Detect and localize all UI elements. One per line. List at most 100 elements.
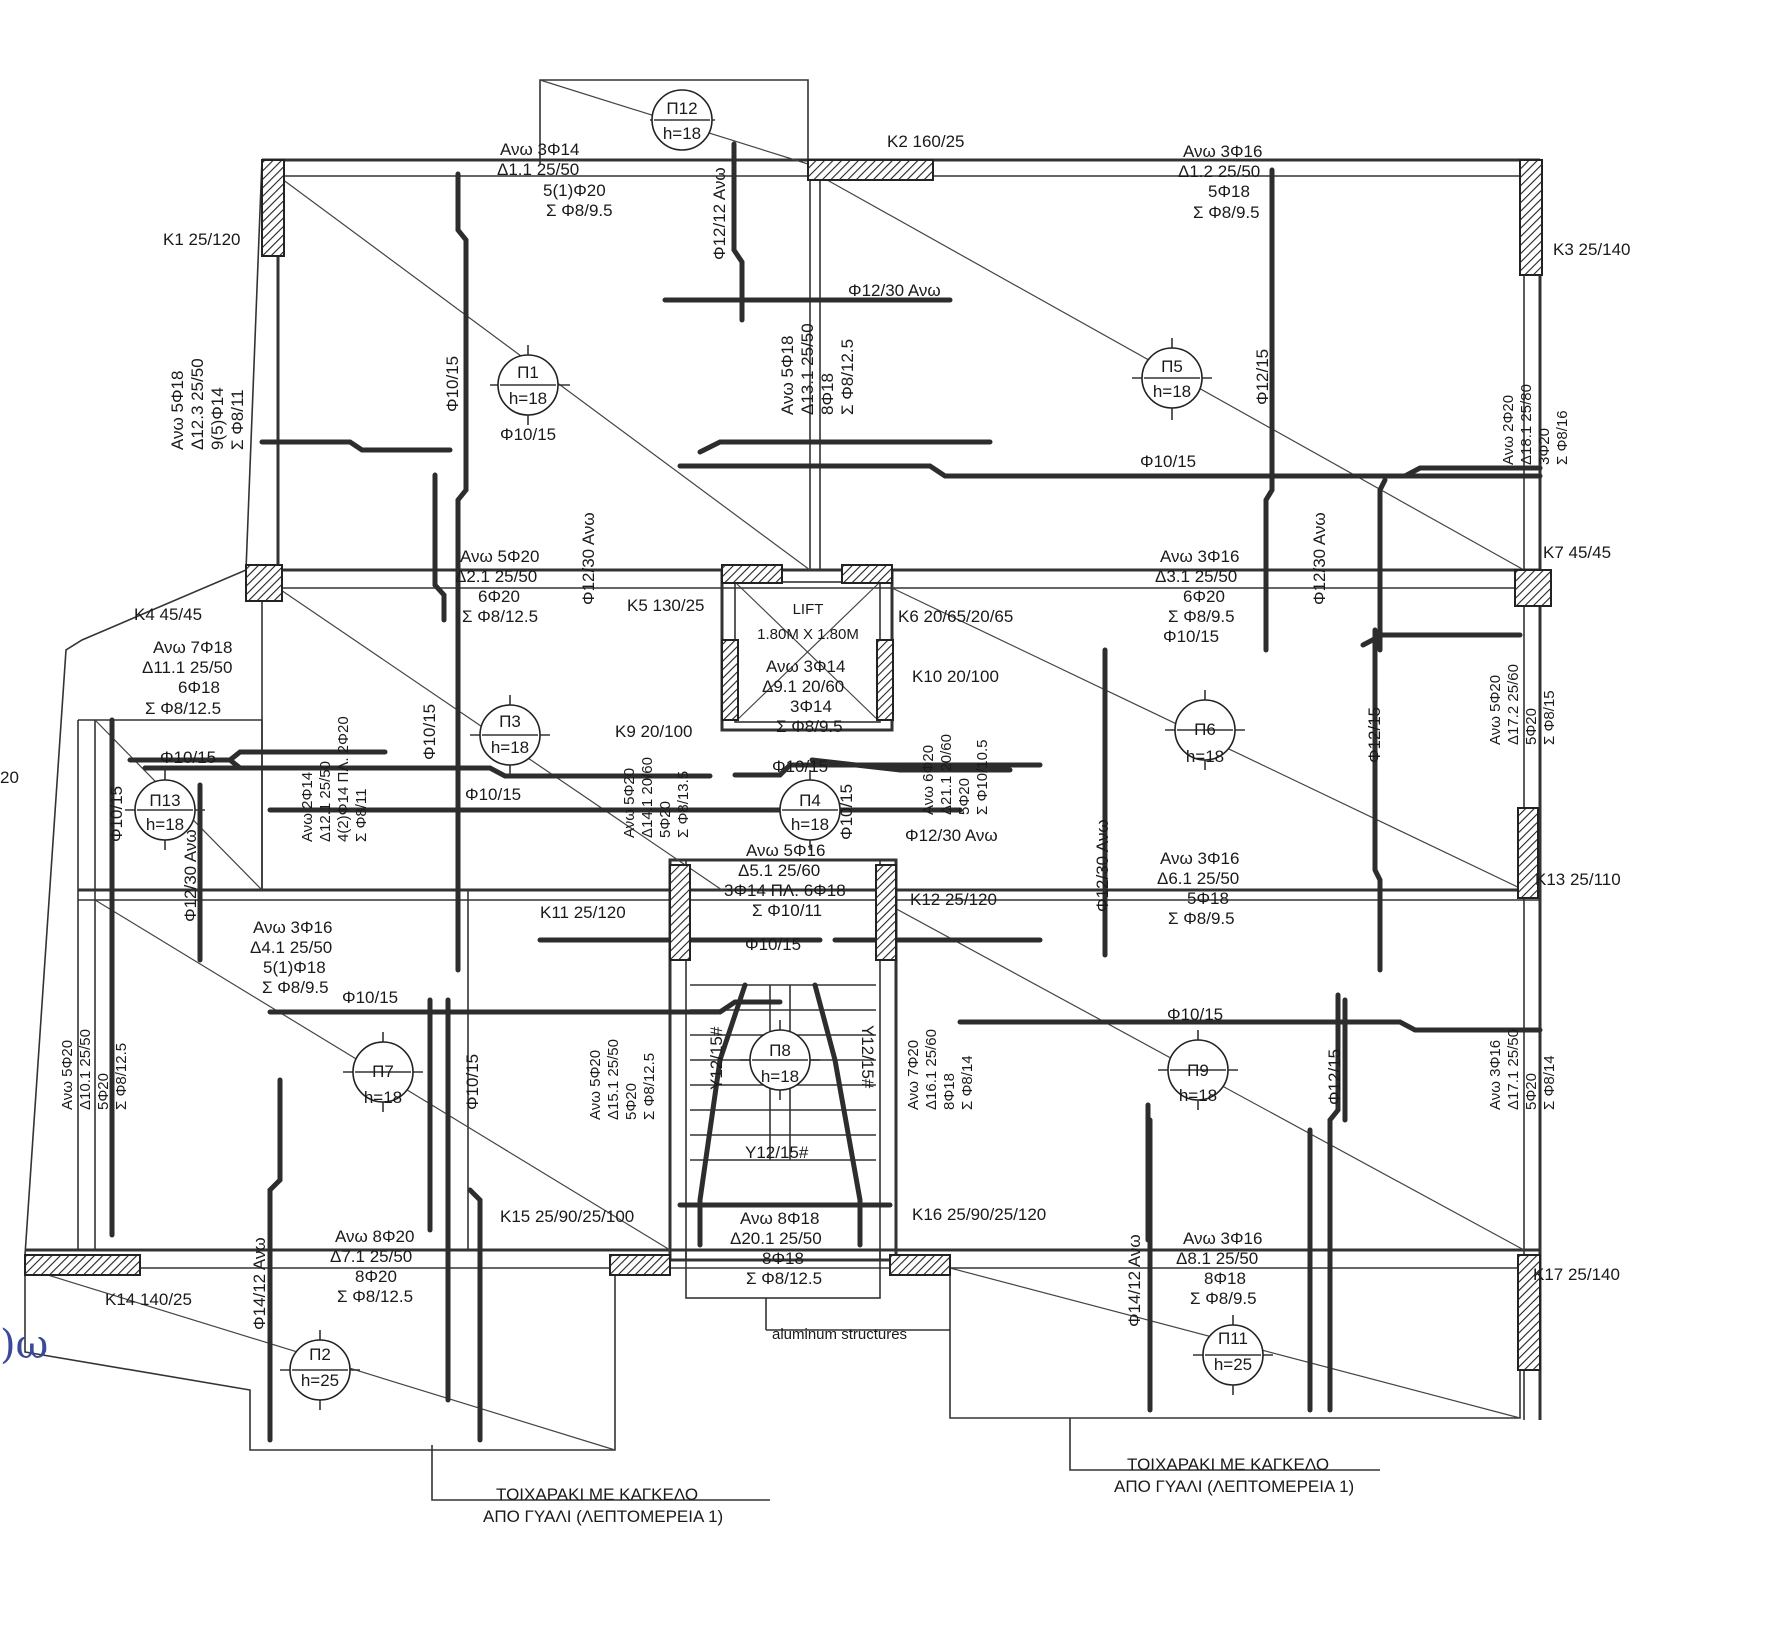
column-k17 xyxy=(1517,1254,1541,1371)
svg-text:Π13: Π13 xyxy=(149,791,180,810)
svg-text:5Φ18: 5Φ18 xyxy=(1208,182,1250,201)
svg-text:Σ Φ8/12.5: Σ Φ8/12.5 xyxy=(462,607,538,626)
svg-text:Δ10.1 25/50: Δ10.1 25/50 xyxy=(77,1029,94,1110)
svg-text:Ανω 5Φ20: Ανω 5Φ20 xyxy=(59,1040,76,1110)
svg-text:Σ Φ10/11: Σ Φ10/11 xyxy=(752,901,822,920)
svg-text:Δ4.1 25/50: Δ4.1 25/50 xyxy=(250,938,332,957)
svg-text:Φ10/15: Φ10/15 xyxy=(465,785,521,804)
svg-text:Ανω 5Φ16: Ανω 5Φ16 xyxy=(746,841,825,860)
svg-text:4(2)Φ14 ΠΛ. 2Φ20: 4(2)Φ14 ΠΛ. 2Φ20 xyxy=(335,716,352,842)
svg-text:Ανω 5Φ20: Ανω 5Φ20 xyxy=(460,547,539,566)
columns xyxy=(24,159,1552,1371)
slab-p5: Π5h=18 xyxy=(1132,338,1212,420)
label-k11: K11 25/120 xyxy=(540,903,626,922)
svg-text:Ανω 2Φ20: Ανω 2Φ20 xyxy=(1500,395,1517,465)
svg-text:8Φ18: 8Φ18 xyxy=(941,1073,958,1110)
svg-text:h=18: h=18 xyxy=(663,124,701,143)
column-k13 xyxy=(1517,807,1539,899)
svg-text:Ανω 3Φ14: Ανω 3Φ14 xyxy=(500,140,579,159)
svg-text:Δ12.3 25/50: Δ12.3 25/50 xyxy=(188,358,207,450)
svg-text:Ανω 7Φ18: Ανω 7Φ18 xyxy=(153,638,232,657)
svg-text:h=18: h=18 xyxy=(509,389,547,408)
svg-text:h=18: h=18 xyxy=(1153,382,1191,401)
svg-text:LIFT: LIFT xyxy=(793,601,824,618)
svg-text:Σ Φ8/14: Σ Φ8/14 xyxy=(1541,1055,1558,1110)
svg-text:Σ Φ8/11: Σ Φ8/11 xyxy=(353,789,370,843)
svg-text:8Φ18: 8Φ18 xyxy=(818,373,837,415)
notes: aluminum structures ΤΟΙΧΑΡΑΚΙ ΜΕ ΚΑΓΚΕΛΟ… xyxy=(0,768,1354,1526)
svg-text:Φ12/30 Ανω: Φ12/30 Ανω xyxy=(1310,512,1329,605)
label-k16: K16 25/90/25/120 xyxy=(912,1205,1046,1224)
svg-text:Ανω 6Φ20: Ανω 6Φ20 xyxy=(920,745,937,815)
column-k14 xyxy=(24,1254,141,1276)
svg-text:Φ10/15: Φ10/15 xyxy=(500,425,556,444)
svg-text:Δ17.1 25/50: Δ17.1 25/50 xyxy=(1505,1029,1522,1110)
svg-text:3Φ20: 3Φ20 xyxy=(1536,428,1553,465)
svg-text:8Φ18: 8Φ18 xyxy=(762,1249,804,1268)
svg-text:Φ12/12 Ανω: Φ12/12 Ανω xyxy=(710,167,729,260)
svg-text:Σ Φ8/12.5: Σ Φ8/12.5 xyxy=(746,1269,822,1288)
rebar-labels: Φ10/15 Φ10/15 Φ10/15 Φ10/15 Φ10/15 Φ10/1… xyxy=(107,167,1384,1330)
railing-note-left-1: ΤΟΙΧΑΡΑΚΙ ΜΕ ΚΑΓΚΕΛΟ xyxy=(496,1485,698,1504)
svg-text:5Φ20: 5Φ20 xyxy=(1523,708,1540,745)
svg-text:Ανω 5Φ20: Ανω 5Φ20 xyxy=(621,768,638,838)
svg-text:Δ8.1 25/50: Δ8.1 25/50 xyxy=(1176,1249,1258,1268)
svg-text:Ανω 7Φ20: Ανω 7Φ20 xyxy=(905,1040,922,1110)
svg-text:Σ Φ8/9.5: Σ Φ8/9.5 xyxy=(1168,909,1235,928)
svg-text:Φ10/15: Φ10/15 xyxy=(772,757,828,776)
svg-text:Σ Φ8/12.5: Σ Φ8/12.5 xyxy=(838,339,857,415)
label-k7: K7 45/45 xyxy=(1543,543,1611,562)
svg-text:Φ10/15: Φ10/15 xyxy=(1140,452,1196,471)
slab-p9: Π9h=18 xyxy=(1158,1030,1238,1110)
column-k4 xyxy=(245,564,283,602)
column-labels: K1 25/120 K2 160/25 K3 25/140 K4 45/45 K… xyxy=(105,132,1631,1309)
svg-text:5Φ20: 5Φ20 xyxy=(623,1083,640,1120)
svg-text:Φ10/15: Φ10/15 xyxy=(837,784,856,840)
svg-text:8Φ20: 8Φ20 xyxy=(355,1267,397,1286)
svg-text:Π11: Π11 xyxy=(1218,1329,1248,1348)
svg-text:Σ Φ8/9.5: Σ Φ8/9.5 xyxy=(776,717,843,736)
svg-text:Ανω 8Φ18: Ανω 8Φ18 xyxy=(740,1209,819,1228)
column-k7 xyxy=(1514,569,1552,607)
column-k16 xyxy=(889,1254,951,1276)
svg-text:Y12/15#: Y12/15# xyxy=(745,1143,809,1162)
svg-text:Π2: Π2 xyxy=(309,1345,331,1364)
railing-note-right-2: ΑΠΟ ΓΥΑΛΙ (ΛΕΠΤΟΜΕΡΕΙΑ 1) xyxy=(1114,1477,1354,1496)
svg-text:Φ10/15: Φ10/15 xyxy=(463,1054,482,1110)
svg-text:Σ Φ8/12.5: Σ Φ8/12.5 xyxy=(145,699,221,718)
svg-text:Π4: Π4 xyxy=(799,791,821,810)
svg-text:Φ12/15: Φ12/15 xyxy=(1365,707,1384,763)
svg-text:5(1)Φ18: 5(1)Φ18 xyxy=(263,958,326,977)
svg-text:Ανω 8Φ20: Ανω 8Φ20 xyxy=(335,1227,414,1246)
svg-text:Ανω 5Φ18: Ανω 5Φ18 xyxy=(778,336,797,415)
svg-text:Y12/15#: Y12/15# xyxy=(858,1025,877,1089)
svg-text:Π12: Π12 xyxy=(666,99,697,118)
svg-text:Δ15.1 25/50: Δ15.1 25/50 xyxy=(605,1039,622,1120)
label-k17: K17 25/140 xyxy=(1533,1265,1620,1284)
svg-text:Δ17.2 25/60: Δ17.2 25/60 xyxy=(1505,664,1522,745)
svg-text:Φ10/15: Φ10/15 xyxy=(745,935,801,954)
label-k6: K6 20/65/20/65 xyxy=(898,607,1013,626)
column-k3 xyxy=(1519,159,1543,276)
svg-text:Ανω 3Φ16: Ανω 3Φ16 xyxy=(1183,1229,1262,1248)
label-k3: K3 25/140 xyxy=(1553,240,1631,259)
svg-text:Δ1.2 25/50: Δ1.2 25/50 xyxy=(1178,162,1260,181)
svg-text:h=18: h=18 xyxy=(1186,747,1224,766)
handwritten-mark: )ω xyxy=(0,1322,48,1368)
